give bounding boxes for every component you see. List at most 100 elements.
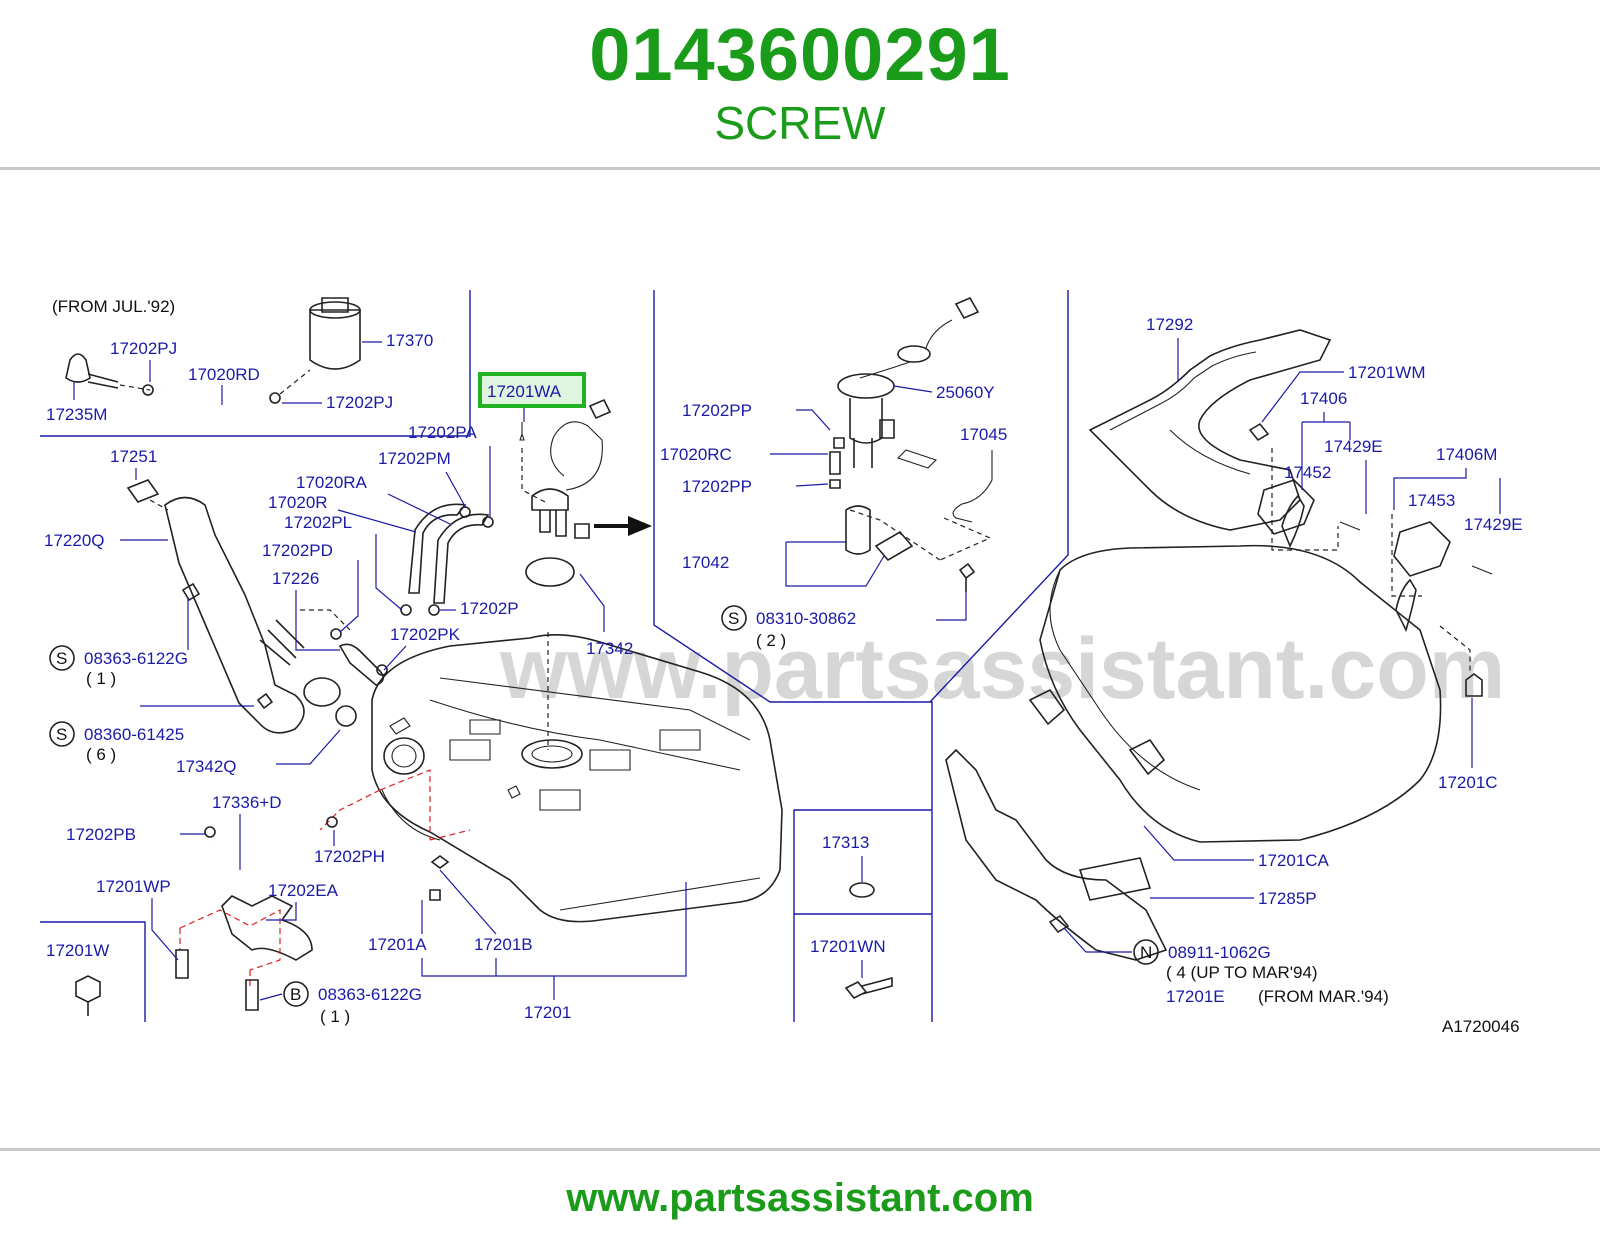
leader — [266, 902, 297, 921]
label-17201A[interactable]: 17201A — [368, 935, 427, 954]
symbol-n-letter: N — [1140, 943, 1152, 962]
label-17202PA[interactable]: 17202PA — [408, 423, 477, 442]
leader — [387, 493, 451, 525]
label-17202PM[interactable]: 17202PM — [378, 449, 451, 468]
label-17201WP[interactable]: 17201WP — [96, 877, 171, 896]
label-17342Q[interactable]: 17342Q — [176, 757, 237, 776]
header-divider — [0, 167, 1600, 170]
highlight-box[interactable] — [478, 372, 586, 408]
symbol-s — [49, 645, 75, 671]
label-17406[interactable]: 17406 — [1300, 389, 1347, 408]
label-17202PK[interactable]: 17202PK — [390, 625, 461, 644]
label-17235M[interactable]: 17235M — [46, 405, 107, 424]
dash-line — [1271, 448, 1339, 551]
label-25060Y[interactable]: 25060Y — [936, 383, 995, 402]
parts-diagram: www.partsassistant.com (FROM JUL.'92) 17… — [40, 290, 1523, 1036]
symbol-s-letter: S — [56, 725, 67, 744]
leader — [796, 409, 831, 431]
label-17285P[interactable]: 17285P — [1258, 889, 1317, 908]
leader — [936, 592, 967, 621]
label-17202PB[interactable]: 17202PB — [66, 825, 136, 844]
label-17202PH[interactable]: 17202PH — [314, 847, 385, 866]
qty-1-a: ( 1 ) — [86, 669, 116, 688]
label-08363-6122G-a[interactable]: 08363-6122G — [84, 649, 188, 668]
label-17201[interactable]: 17201 — [524, 1003, 571, 1022]
leader — [375, 534, 403, 611]
label-17226[interactable]: 17226 — [272, 569, 319, 588]
label-17220Q[interactable]: 17220Q — [44, 531, 105, 550]
label-17202PL[interactable]: 17202PL — [284, 513, 352, 532]
leader — [439, 869, 497, 935]
label-17201B[interactable]: 17201B — [474, 935, 533, 954]
part-name: SCREW — [714, 97, 886, 149]
qty-1-b: ( 1 ) — [320, 1007, 350, 1026]
lower-left-parts — [75, 805, 450, 1016]
page-header: 0143600291 SCREW — [0, 0, 1600, 168]
label-08911-1062G[interactable]: 08911-1062G — [1168, 943, 1271, 962]
label-08360-61425[interactable]: 08360-61425 — [84, 725, 184, 744]
part-number: 0143600291 — [589, 13, 1011, 96]
label-08310-30862[interactable]: 08310-30862 — [756, 609, 856, 628]
note-up-to-mar94: ( 4 (UP TO MAR'94) — [1166, 963, 1318, 982]
symbol-b — [283, 981, 309, 1007]
label-17201C[interactable]: 17201C — [1438, 773, 1498, 792]
label-17292[interactable]: 17292 — [1146, 315, 1193, 334]
leader — [276, 729, 341, 765]
label-17370[interactable]: 17370 — [386, 331, 433, 350]
label-17201WN[interactable]: 17201WN — [810, 937, 886, 956]
symbol-s — [721, 605, 747, 631]
gasket — [525, 557, 575, 587]
label-17202PJ-b[interactable]: 17202PJ — [326, 393, 393, 412]
leader — [785, 541, 885, 587]
symbol-s-letter: S — [56, 649, 67, 668]
label-17452[interactable]: 17452 — [1284, 463, 1331, 482]
symbol-n — [1133, 939, 1159, 965]
arrow-head-icon — [628, 516, 652, 536]
filler-neck-assembly — [126, 479, 494, 734]
leader — [295, 590, 340, 651]
label-17453[interactable]: 17453 — [1408, 491, 1455, 510]
right-tank-assembly — [945, 329, 1493, 961]
qty-2: ( 2 ) — [756, 631, 786, 650]
fuel-pump-small — [519, 398, 612, 539]
symbol-b-letter: B — [290, 985, 301, 1004]
label-17202P[interactable]: 17202P — [460, 599, 519, 618]
label-17342[interactable]: 17342 — [586, 639, 633, 658]
label-17202PP-b[interactable]: 17202PP — [682, 477, 752, 496]
footer-url[interactable]: www.partsassistant.com — [566, 1176, 1034, 1220]
label-17020R[interactable]: 17020R — [268, 493, 328, 512]
leader — [1301, 412, 1351, 490]
label-08363-6122G-b[interactable]: 08363-6122G — [318, 985, 422, 1004]
label-17202PD[interactable]: 17202PD — [262, 541, 333, 560]
leader — [1063, 927, 1132, 953]
label-17201E[interactable]: 17201E — [1166, 987, 1225, 1006]
leader — [151, 898, 179, 961]
label-17045[interactable]: 17045 — [960, 425, 1007, 444]
label-17020RC[interactable]: 17020RC — [660, 445, 732, 464]
label-17042[interactable]: 17042 — [682, 553, 729, 572]
bolt — [844, 976, 893, 1000]
label-17429E-a[interactable]: 17429E — [1324, 437, 1383, 456]
label-17336D[interactable]: 17336+D — [212, 793, 281, 812]
label-17201W[interactable]: 17201W — [46, 941, 109, 960]
leader — [339, 560, 359, 633]
label-17202PJ-a[interactable]: 17202PJ — [110, 339, 177, 358]
label-17406M[interactable]: 17406M — [1436, 445, 1497, 464]
label-17201WA[interactable]: 17201WA — [487, 382, 562, 401]
footer-divider — [0, 1148, 1600, 1151]
label-17201CA[interactable]: 17201CA — [1258, 851, 1330, 870]
label-17201WM[interactable]: 17201WM — [1348, 363, 1425, 382]
leader — [579, 573, 605, 632]
label-17251[interactable]: 17251 — [110, 447, 157, 466]
leader — [259, 993, 283, 1001]
label-17202EA[interactable]: 17202EA — [268, 881, 339, 900]
grommet — [849, 882, 875, 898]
label-17020RD[interactable]: 17020RD — [188, 365, 260, 384]
label-17429E-b[interactable]: 17429E — [1464, 515, 1523, 534]
label-17313[interactable]: 17313 — [822, 833, 869, 852]
figure-code: A1720046 — [1442, 1017, 1520, 1036]
label-17020RA[interactable]: 17020RA — [296, 473, 368, 492]
leader — [383, 645, 407, 671]
label-17202PP-a[interactable]: 17202PP — [682, 401, 752, 420]
leader — [1143, 825, 1254, 861]
